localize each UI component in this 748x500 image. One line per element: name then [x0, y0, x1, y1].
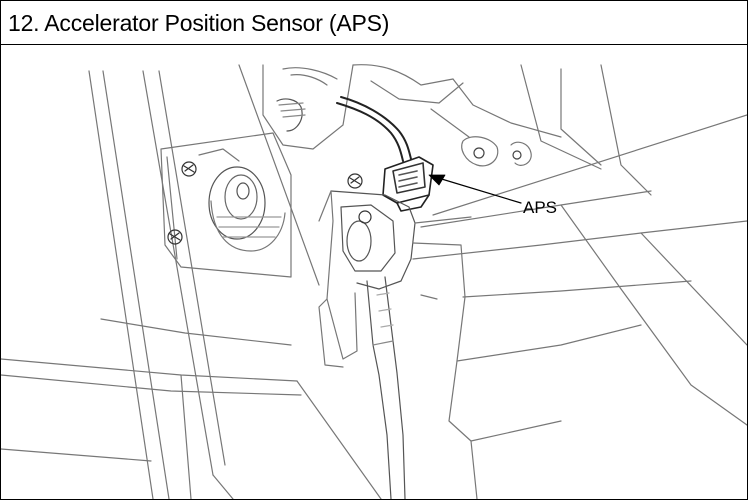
- page-title: 12. Accelerator Position Sensor (APS): [8, 10, 390, 36]
- body-panel-lines: [1, 64, 382, 499]
- title-bar: 12. Accelerator Position Sensor (APS): [1, 1, 747, 45]
- aps-callout: APS: [428, 174, 557, 217]
- callout-arrowhead: [428, 174, 446, 186]
- pedal-assembly-illustration: APS: [1, 64, 747, 499]
- aps-connector: [382, 156, 434, 212]
- mounting-plate: [160, 98, 306, 278]
- accelerator-pedal: [318, 173, 478, 499]
- callout-leader-line: [434, 176, 522, 204]
- callout-label-aps: APS: [523, 198, 557, 217]
- wire-harness: [336, 96, 412, 162]
- right-panel-lines: [1, 114, 747, 462]
- figure-panel: APS: [1, 45, 747, 499]
- dash-structure: [262, 64, 652, 196]
